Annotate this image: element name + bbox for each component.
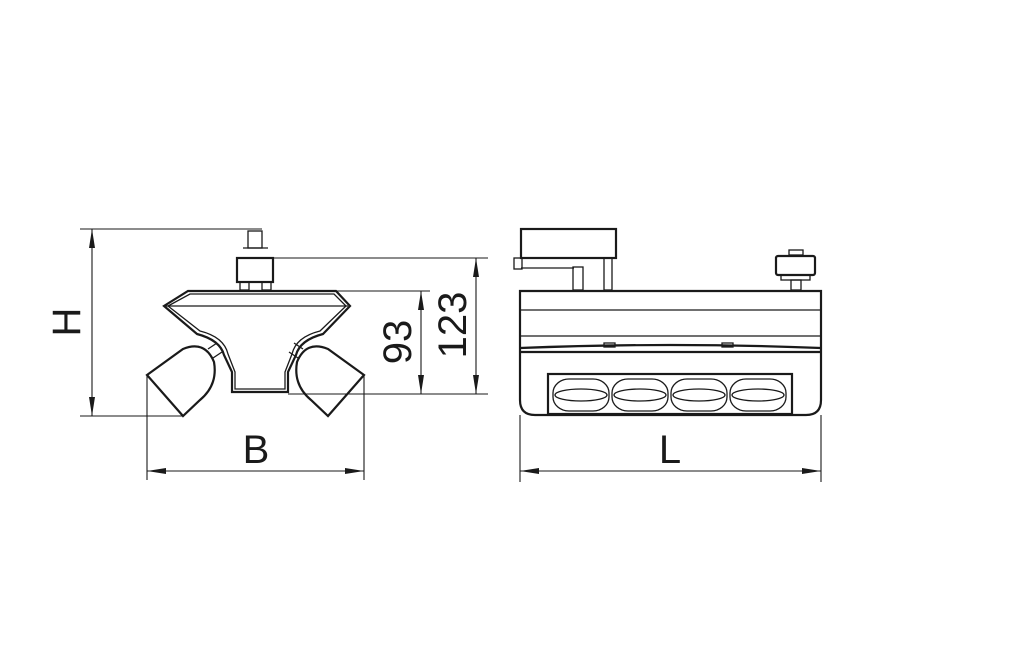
housing-outline	[162, 289, 352, 394]
dim-93-arrow-top	[418, 291, 424, 310]
b-arrow-left	[147, 468, 166, 474]
track-adapter-tab-left	[513, 257, 523, 270]
lens-3	[670, 378, 728, 412]
track-adapter-leg	[572, 266, 584, 291]
front-view: L	[513, 227, 823, 482]
track-adapter-top	[519, 227, 618, 260]
housing-seam	[519, 343, 822, 350]
adapter-foot-left	[239, 281, 250, 291]
dim-123-label: 123	[431, 292, 475, 359]
l-arrow-right	[802, 468, 821, 474]
dim-123-arrow-bottom	[473, 375, 479, 394]
lens-array	[552, 378, 787, 412]
l-label: L	[659, 428, 681, 472]
housing-body	[518, 289, 823, 417]
dim-93-label: 93	[376, 320, 420, 365]
connector-cap	[788, 249, 804, 256]
track-adapter-side	[603, 257, 613, 291]
lens-window	[546, 372, 794, 416]
lens-2	[611, 378, 669, 412]
clip-2	[721, 342, 734, 348]
lens-1	[552, 378, 610, 412]
left-spot-neck	[207, 342, 218, 350]
clip-1	[603, 342, 616, 348]
left-spot-head	[145, 345, 216, 418]
adapter-foot-right	[261, 281, 272, 291]
l-arrow-left	[520, 468, 539, 474]
b-arrow-right	[345, 468, 364, 474]
side-view: H B 93 123	[45, 228, 488, 480]
right-spot-neck	[293, 342, 304, 350]
dim-123-arrow-top	[473, 258, 479, 277]
right-spot-head	[295, 345, 366, 418]
lens-4	[729, 378, 787, 412]
adapter-block	[235, 256, 275, 284]
h-label: H	[45, 308, 89, 337]
connector-stem	[790, 279, 802, 291]
h-arrow-bottom	[89, 397, 95, 416]
b-label: B	[243, 428, 270, 472]
housing-inner	[166, 293, 347, 390]
adapter-pin	[247, 230, 263, 249]
h-arrow-top	[89, 229, 95, 248]
connector-body	[774, 254, 817, 277]
dim-93-arrow-bottom	[418, 375, 424, 394]
